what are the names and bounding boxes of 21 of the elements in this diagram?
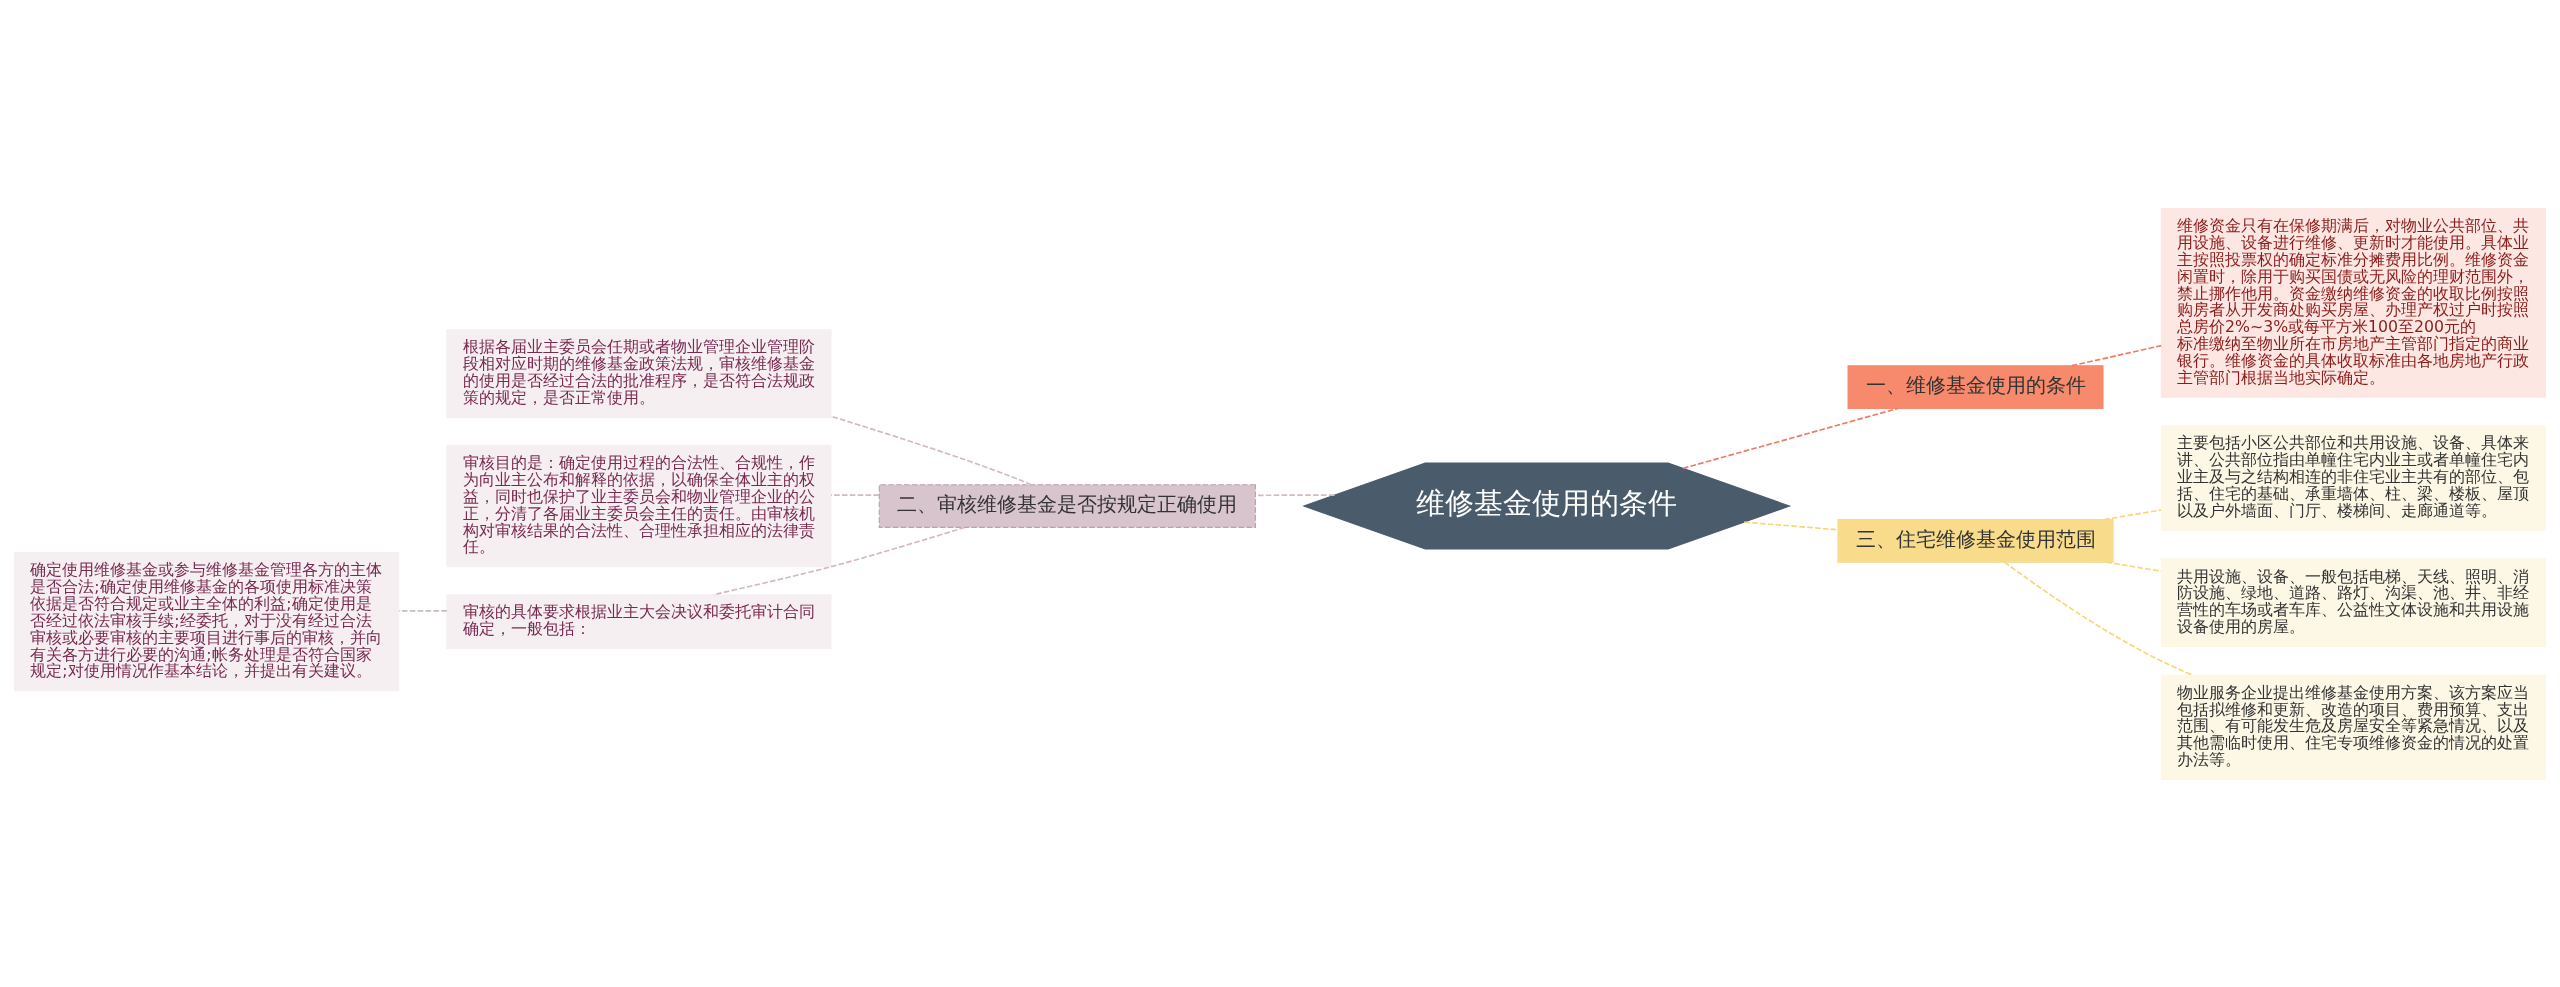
node-box: 审核的具体要求根据业主大会决议和委托审计合同确定，一般包括： [446, 593, 832, 649]
connector [1743, 520, 1839, 531]
connector [2105, 560, 2162, 572]
node-box: 物业服务企业提出维修基金使用方案、该方案应当包括拟维修和更新、改造的项目、费用预算、支出范围、有可能发生危及房屋安全等紧急情况、以及其他需临时使用、住宅专项维修资金的情况的处置办法等。 [2160, 674, 2546, 780]
node-box: 主要包括小区公共部位和共用设施、设备、具体来讲、公共部位指由单幢住宅内业主或者单幢住宅内业主及与之结构相连的非住宅业主共有的部位、包括、住宅的基础、承重墙体、柱、梁、楼板、屋顶以及户外墙面、门厅、楼梯间、走廊通道等。 [2160, 424, 2546, 531]
connector [2103, 508, 2163, 520]
connector [2003, 560, 2194, 676]
node-box: 三、住宅维修基金使用范围 [1837, 518, 2114, 563]
node-box: 一、维修基金使用的条件 [1847, 364, 2104, 409]
connector [830, 415, 1033, 485]
connector [1682, 407, 1899, 469]
node-box: 维修资金只有在保修期满后，对物业公共部位、共用设施、设备进行维修、更新时才能使用。具体业主按照投票权的确定标准分摊费用比例。维修资金闲置时，除用于购买国债或无风险的理财范围外，禁止挪作他用。资金缴纳维修资金的收取比例按照购房者从开发商处购买房屋、办理产权过户时按照总房价2%~3%或每平方米100至200元的标准缴纳至物业所在市房地产主管部门指定的商业银行。维修资金的具体收取标准由各地房地产行政主管部门根据当地实际确定。 [2160, 207, 2546, 398]
node-box: 根据各届业主委员会任期或者物业管理企业管理阶段相对应时期的维修基金政策法规，审核维修基金的使用是否经过合法的批准程序，是否符合法规政策的规定，是否正常使用。 [446, 328, 832, 418]
node-box: 共用设施、设备、一般包括电梯、天线、照明、消防设施、绿地、道路、路灯、沟渠、池、井、非经营性的车场或者车库、公益性文体设施和共用设施设备使用的房屋。 [2160, 557, 2546, 647]
connector [713, 526, 966, 596]
connector [830, 493, 880, 496]
node-box: 二、审核维修基金是否按规定正确使用 [878, 483, 1256, 528]
node-box: 确定使用维修基金或参与维修基金管理各方的主体是否合法;确定使用维修基金的各项使用标准决策依据是否符合规定或业主全体的利益;确定使用是否经过依法审核手续;经委托，对于没有经过合法审核或必要审核的主要项目进行事后的审核，并向有关各方进行必要的沟通;帐务处理是否符合国家规定;对使用情况作基本结论，并提出有关建议。 [14, 551, 400, 691]
connector [398, 609, 448, 612]
node-box: 审核目的是：确定使用过程的合法性、合规性，作为向业主公布和解释的依据，以确保全体业主的权益，同时也保护了业主委员会和物业管理企业的公正，分清了各届业主委员会主任的责任。由审核机构对审核结果的合法性、合理性承担相应的法律责任。 [446, 444, 832, 567]
connector [2071, 344, 2163, 366]
